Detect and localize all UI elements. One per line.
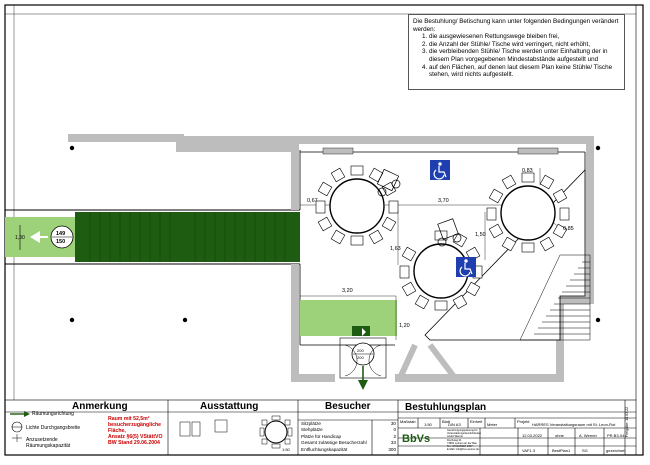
dim-120: 1,20 — [399, 323, 410, 329]
bearbeiter-value: A. Werner — [579, 433, 597, 438]
exit-sign-top: 149 — [56, 231, 65, 237]
note-item: die Anzahl der Stühle/ Tische wird verri… — [429, 41, 620, 49]
bestplan-value: BestPlan1 — [552, 448, 571, 453]
rest-value: gezeichnet — [606, 448, 626, 453]
dim-085: 0,85 — [563, 226, 574, 232]
door-sign-bottom: 200 — [357, 355, 364, 360]
besucher-label: Gesamt zulässige Besucherzahl — [301, 440, 367, 446]
red-note-line: BW Stand 29.06.2004 — [108, 440, 160, 446]
massstab-value: 1:50 — [424, 422, 432, 427]
dim-150: 1,50 — [475, 232, 486, 238]
exit-sign-icon — [352, 326, 370, 336]
note-intro: Die Bestuhlung/ Betischung kann unter fo… — [413, 18, 619, 33]
besucher-row: Gesamt zulässige Besucherzahl 33 — [301, 440, 396, 446]
besucher-value: 30 — [390, 421, 396, 426]
table-right — [486, 172, 570, 253]
ausstattung-scale: 1:50 — [282, 447, 290, 452]
besucher-label: Plätze für Handicap — [301, 433, 342, 439]
besucher-value: 2 — [393, 433, 396, 439]
dim-320: 3,20 — [342, 288, 353, 294]
legend-item-width: Lichte Durchgangsbreite — [26, 425, 81, 431]
ordner-value: SG — [582, 448, 588, 453]
door-exit — [339, 337, 387, 390]
datum-value: 12.03.2022 — [522, 433, 543, 438]
besucher-row: Stehplätze 0 — [301, 427, 396, 433]
corridor-hatch — [89, 212, 286, 262]
dim-067: 0,67 — [307, 198, 318, 204]
einheit-value: Meter — [487, 422, 498, 427]
exit-sign-bottom: 150 — [56, 239, 65, 245]
note-list: die ausgewiesenen Rettungswege bleiben f… — [413, 33, 620, 79]
dim-083: 0,83 — [522, 168, 533, 174]
red-note-line: Raum mit 52,5m² — [108, 416, 150, 422]
legend-icons — [10, 411, 30, 442]
exit-area-light — [300, 300, 397, 336]
red-note-line: besucherzugängliche — [108, 422, 162, 428]
index-value: ohne — [555, 433, 564, 438]
besucher-title: Besucher — [325, 401, 371, 412]
red-note-line: Ansatz §6(5) VStättVO — [108, 434, 163, 440]
plan-title: Bestuhlungsplan — [405, 402, 487, 413]
exit-arrow-left — [30, 225, 74, 249]
wheelchair-icon — [376, 168, 462, 247]
stairs — [519, 254, 591, 341]
table-bottom — [399, 230, 483, 311]
besucher-label: Sitzplätze — [301, 421, 321, 426]
besucher-label: Stehplätze — [301, 427, 323, 433]
address-line: Fischweg 21 — [447, 438, 462, 442]
conditions-note: Die Bestuhlung/ Betischung kann unter fo… — [408, 14, 625, 90]
legend-item-capacity: Anzusetzende Räumungskapazität — [26, 437, 71, 449]
legend-red-note: Raum mit 52,5m² besucherzugängliche Fläc… — [108, 416, 162, 446]
legend-title: Anmerkung — [72, 401, 128, 412]
address-line: André Werner — [447, 435, 464, 439]
address-line: 74851 Leimen an der Bau — [447, 441, 477, 445]
blatt-value: VAF1.3 — [522, 448, 536, 453]
legend-item-escape: Räumungsrichtung — [32, 411, 74, 417]
accessible-symbol-icon — [430, 160, 476, 277]
release-side-text: Freigabe: 18.03.22 — [625, 406, 630, 438]
door-sign-top: 200 — [357, 348, 364, 353]
grid-markers — [69, 145, 601, 323]
besucher-row: Plätze für Handicap 2 — [301, 434, 396, 440]
escape-route-dark — [75, 212, 300, 262]
besucher-row: Entfluchtungskapazität 300 — [301, 447, 396, 453]
plan-nr-value: PR.B3-04 — [607, 433, 625, 438]
besucher-row: Sitzplätze 30 — [301, 421, 396, 427]
company-address: Genehmigungsplanung für Veranstaltungsrä… — [447, 429, 481, 452]
projekt-label: Projekt — [517, 419, 530, 424]
dim-370: 3,70 — [438, 198, 449, 204]
title-block — [4, 399, 637, 456]
besucher-value: 300 — [388, 446, 396, 452]
company-logo: BbVs — [402, 433, 431, 445]
note-item: die ausgewiesenen Rettungswege bleiben f… — [429, 33, 620, 41]
address-line: E-Mail: info@bvs-werner.de — [447, 448, 479, 452]
red-note-line: Fläche, — [108, 428, 126, 434]
dim-130: 1,30 — [15, 235, 25, 241]
table-top-left — [315, 165, 399, 246]
projekt-value: HARRES Veranstaltungsraum mit St. Leon-R… — [532, 422, 616, 427]
massstab-label: Maßstab — [400, 419, 416, 424]
besucher-table: Sitzplätze 30 Stehplätze 0 Plätze für Hand… — [301, 421, 396, 453]
address-line: Tel.: 07042/5307 1507 — [447, 445, 473, 449]
note-item: auf den Flächen, auf denen laut diesem P… — [429, 64, 620, 79]
ausstattung-title: Ausstattung — [200, 401, 259, 412]
format-label: Blatt — [442, 419, 451, 424]
furniture-legend — [179, 415, 293, 449]
format-value: DIN A3 — [448, 422, 461, 427]
besucher-value: 0 — [393, 427, 396, 433]
dim-163: 1,63 — [390, 246, 401, 252]
besucher-label: Entfluchtungskapazität — [301, 446, 348, 452]
besucher-value: 33 — [390, 440, 396, 446]
note-item: die verbleibenden Stühle/ Tische werden … — [429, 48, 620, 63]
einheit-label: Einheit — [470, 419, 483, 424]
address-line: Genehmigungsplanung für Veranstaltungsrä… — [447, 429, 481, 436]
